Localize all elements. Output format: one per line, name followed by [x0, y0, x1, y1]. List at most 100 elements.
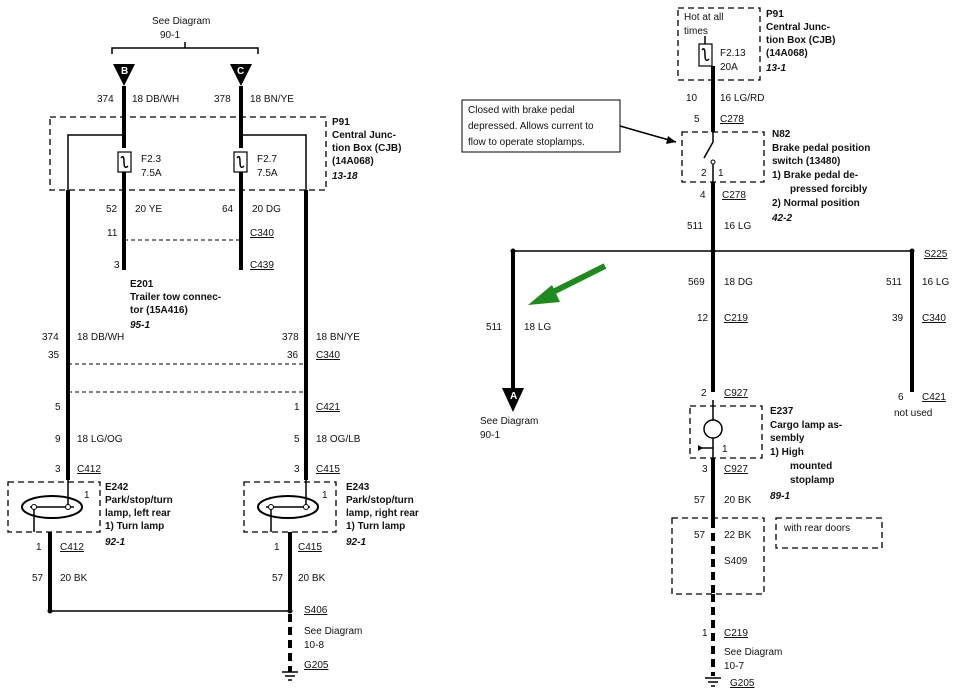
e243-name-1: Park/stop/turn [346, 495, 414, 506]
switch-pin-2: 2 [701, 168, 707, 179]
splice-dot-left [47, 608, 53, 614]
fuse-f23-label: F2.3 [141, 154, 161, 165]
wire-57a-color: 20 BK [60, 573, 88, 584]
pin-5: 5 [55, 402, 61, 413]
connector-c-arrow [230, 64, 252, 86]
see-diagram-bottom-left: See Diagram [304, 626, 362, 637]
e201-name-2: tor (15A416) [130, 305, 188, 316]
e201-name-1: Trailer tow connec- [130, 292, 221, 303]
connector-c415b: C415 [298, 542, 322, 553]
connector-c219: C219 [724, 313, 748, 324]
with-rear-doors-box [775, 517, 883, 549]
e243-item: 1) Turn lamp [346, 521, 405, 532]
splice-s225: S225 [924, 249, 948, 260]
green-arrow-icon [528, 285, 560, 305]
pin-12: 12 [697, 313, 709, 324]
cjb-right-title: P91 [766, 9, 784, 20]
connector-c219b: C219 [724, 628, 748, 639]
e237-name-2: sembly [770, 433, 805, 444]
cjb-ref: 13-18 [332, 171, 358, 182]
ground-g205-left: G205 [304, 660, 329, 671]
e237-item-b: mounted [790, 461, 832, 472]
ground-symbol-right [705, 677, 721, 687]
wire-374-number: 374 [97, 94, 114, 105]
lamp-e242-icon [21, 495, 83, 519]
splice-s409: S409 [724, 556, 748, 567]
splice-s406: S406 [304, 605, 328, 616]
pin-39: 39 [892, 313, 904, 324]
see-diagram-bottom-left-ref: 10-8 [304, 640, 324, 651]
e242-title: E242 [105, 482, 129, 493]
wire-5-number: 5 [294, 434, 300, 445]
wire-378b-color: 18 BN/YE [316, 332, 360, 343]
lamp-e237-icon [703, 419, 723, 439]
pin-3-right: 3 [702, 464, 708, 475]
connector-c421: C421 [316, 402, 340, 413]
lamp-e243-pin: 1 [322, 490, 328, 501]
e243-title: E243 [346, 482, 370, 493]
e237-title: E237 [770, 406, 794, 417]
n82-item-2: 2) Normal position [772, 198, 860, 209]
cjb-right-name-2: tion Box (CJB) [766, 35, 835, 46]
wire-64-number: 64 [222, 204, 234, 215]
see-diagram-a-ref: 90-1 [480, 430, 500, 441]
wire-378b-number: 378 [282, 332, 299, 343]
wire-10-color: 16 LG/RD [720, 93, 764, 104]
fuse-f27-label: F2.7 [257, 154, 277, 165]
lamp-e242-box [7, 481, 101, 533]
connector-c-label: C [237, 66, 244, 77]
connector-c412b: C412 [60, 542, 84, 553]
hot-at-all-times: Hot at all [684, 12, 723, 23]
with-rear-doors-label: with rear doors [783, 523, 850, 534]
connector-c412: C412 [77, 464, 101, 475]
e201-title: E201 [130, 279, 154, 290]
callout-line-2: depressed. Allows current to [468, 121, 594, 132]
n82-ref: 42-2 [771, 213, 792, 224]
bus-left-inner [67, 134, 124, 190]
connector-c927b: C927 [724, 464, 748, 475]
fuse-f23-rating: 7.5A [141, 168, 162, 179]
fuse-f213-label: F2.13 [720, 48, 746, 59]
wire-511a-color: 16 LG [724, 221, 751, 232]
see-diagram-top: See Diagram [152, 16, 210, 27]
green-arrow-shaft [543, 263, 607, 299]
cjb-right-name-1: Central Junc- [766, 22, 830, 33]
fuse-f213-element [701, 48, 710, 62]
lamp-e243-icon [257, 495, 319, 519]
lamp-e243-terminal-b [303, 504, 309, 510]
cjb-right-part: (14A068) [766, 48, 808, 59]
lamp-e237-pin: 1 [722, 444, 728, 455]
wire-378-color: 18 BN/YE [250, 94, 294, 105]
wire-374b-number: 374 [42, 332, 59, 343]
see-diagram-a: See Diagram [480, 416, 538, 427]
e242-item: 1) Turn lamp [105, 521, 164, 532]
wire-57b-color: 20 BK [298, 573, 326, 584]
see-diagram-bottom-right: See Diagram [724, 647, 782, 658]
wire-57a-number: 57 [32, 573, 44, 584]
cjb-box-right [677, 7, 761, 81]
fuse-f27-rating: 7.5A [257, 168, 278, 179]
n82-item-1b: pressed forcibly [790, 184, 868, 195]
wire-64-color: 20 DG [252, 204, 281, 215]
not-used-label: not used [894, 408, 932, 419]
connector-c421-right: C421 [922, 392, 946, 403]
connector-a-arrow [502, 388, 524, 412]
e242-name-1: Park/stop/turn [105, 495, 173, 506]
ground-symbol-left [282, 671, 298, 681]
e242-ref: 92-1 [105, 537, 125, 548]
fuse-f27-element [236, 155, 245, 169]
pin-1: 1 [294, 402, 300, 413]
connector-c278: C278 [720, 114, 744, 125]
lamp-e243-terminal-a [268, 504, 274, 510]
pin-3c: 3 [294, 464, 300, 475]
cjb-title: P91 [332, 117, 350, 128]
e237-ref: 89-1 [770, 491, 790, 502]
ground-g205-right: G205 [730, 678, 755, 689]
wire-374b-color: 18 DB/WH [77, 332, 124, 343]
cjb-box-left [49, 116, 327, 191]
callout-line-3: flow to operate stoplamps. [468, 137, 585, 148]
switch-contact [710, 159, 716, 165]
connector-c340-right: C340 [922, 313, 946, 324]
callout-line-1: Closed with brake pedal [468, 105, 575, 116]
cjb-right-ref: 13-1 [766, 63, 786, 74]
